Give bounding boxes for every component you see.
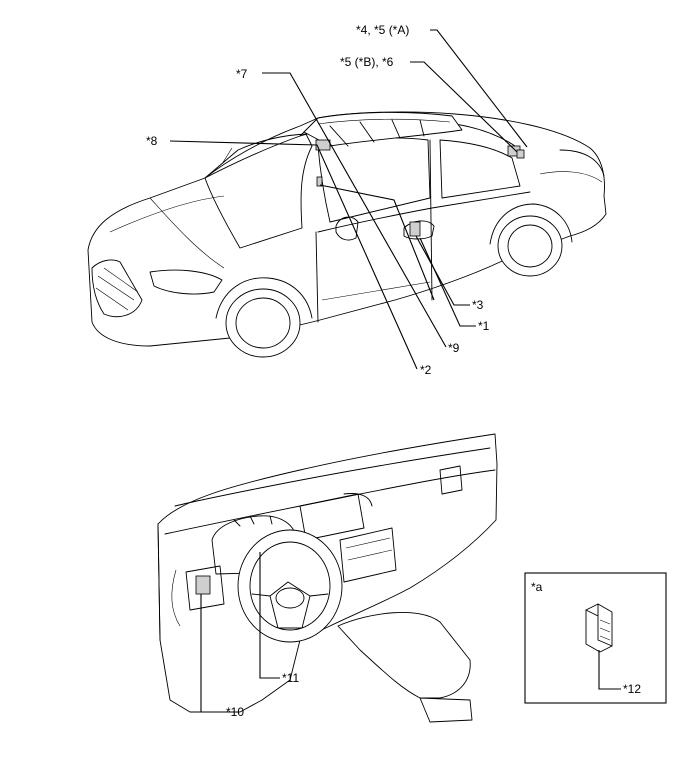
- callout-10: *10: [226, 705, 244, 719]
- callout-7: *7: [236, 67, 248, 81]
- callout-labels: *4, *5 (*A) *5 (*B), *6 *7 *8 *3 *1 *9 *…: [146, 23, 641, 719]
- callout-2: *2: [420, 363, 432, 377]
- callout-1: *1: [478, 319, 490, 333]
- dashboard-leader-lines: [200, 552, 280, 713]
- inset-frame: [524, 572, 667, 704]
- inset-label: *a: [531, 580, 543, 594]
- car-leader-lines: [169, 29, 528, 370]
- part-2-marker: [316, 176, 323, 187]
- dashboard-illustration: [157, 433, 498, 723]
- part-1-marker: [409, 221, 421, 237]
- callout-11: *11: [282, 671, 299, 685]
- callout-3: *3: [472, 298, 484, 312]
- part-4-marker: [516, 149, 525, 159]
- callout-5b-6: *5 (*B), *6: [340, 55, 394, 69]
- inset-a: [524, 572, 667, 704]
- part-10-marker: [195, 575, 211, 595]
- callout-9: *9: [448, 341, 460, 355]
- callout-12: *12: [623, 682, 641, 696]
- callout-4-5a: *4, *5 (*A): [356, 23, 409, 37]
- callout-8: *8: [146, 134, 158, 148]
- car-illustration: [87, 111, 607, 358]
